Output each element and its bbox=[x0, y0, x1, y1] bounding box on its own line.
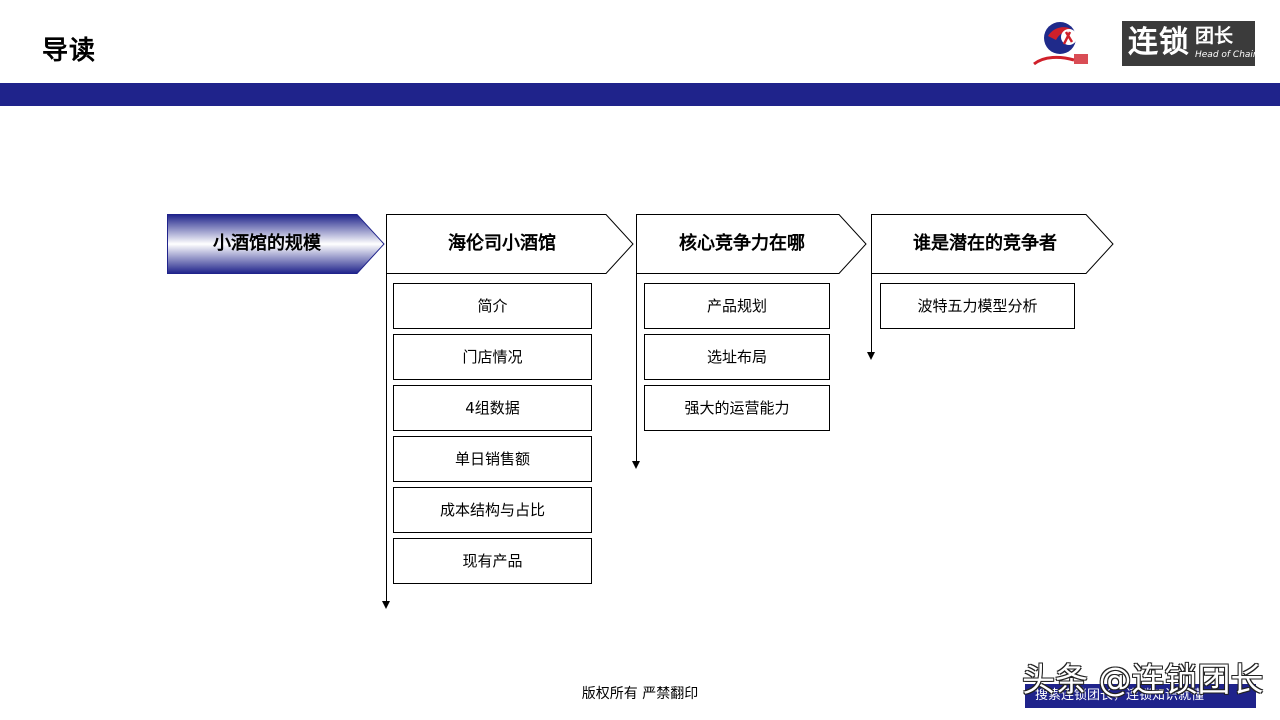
item-site-layout: 选址布局 bbox=[644, 334, 830, 380]
copyright-text: 版权所有 严禁翻印 bbox=[581, 686, 699, 702]
header-arrow-shape bbox=[636, 214, 867, 274]
flow-header-core-competence: 核心竞争力在哪 bbox=[636, 214, 867, 274]
down-arrow-icon bbox=[632, 461, 640, 469]
logo-chain-sub: Head of Chain bbox=[1195, 50, 1259, 60]
flow-header-helens: 海伦司小酒馆 bbox=[386, 214, 634, 274]
item-product-planning: 产品规划 bbox=[644, 283, 830, 329]
item-store-status: 门店情况 bbox=[393, 334, 592, 380]
page-title: 导读 bbox=[42, 36, 97, 66]
flow-header-label: 海伦司小酒馆 bbox=[448, 233, 556, 254]
column-arrow-line bbox=[386, 274, 387, 602]
chain-leader-logo: 连锁 团长 Head of Chain bbox=[1122, 21, 1259, 66]
down-arrow-icon bbox=[867, 352, 875, 360]
flow-header-scale: 小酒馆的规模 bbox=[167, 214, 385, 274]
column-arrow-line bbox=[871, 274, 872, 353]
header-arrow-shape bbox=[167, 214, 385, 274]
item-products: 现有产品 bbox=[393, 538, 592, 584]
down-arrow-icon bbox=[382, 601, 390, 609]
logo-chain-big: 连锁 bbox=[1128, 25, 1190, 60]
watermark-bar: 搜索连锁团长，连锁知识就懂 bbox=[1025, 684, 1256, 708]
flow-header-label: 核心竞争力在哪 bbox=[679, 233, 805, 254]
flow-header-competitors: 谁是潜在的竞争者 bbox=[871, 214, 1114, 274]
item-four-data: 4组数据 bbox=[393, 385, 592, 431]
flow-header-label: 谁是潜在的竞争者 bbox=[913, 233, 1057, 254]
header-arrow-shape bbox=[871, 214, 1114, 274]
header-band bbox=[0, 83, 1280, 106]
flow-header-label: 小酒馆的规模 bbox=[213, 233, 321, 254]
watermark-handle: 头条 @连锁团长 bbox=[1022, 660, 1264, 699]
helens-logo-icon bbox=[1033, 22, 1088, 66]
helens-logo bbox=[1030, 18, 1090, 70]
item-intro: 简介 bbox=[393, 283, 592, 329]
column-arrow-line bbox=[636, 274, 637, 462]
item-operations: 强大的运营能力 bbox=[644, 385, 830, 431]
header-arrow-shape bbox=[386, 214, 634, 274]
item-cost-structure: 成本结构与占比 bbox=[393, 487, 592, 533]
logo-chain-small: 团长 bbox=[1195, 25, 1234, 47]
item-daily-sales: 单日销售额 bbox=[393, 436, 592, 482]
item-porter-five-forces: 波特五力模型分析 bbox=[880, 283, 1075, 329]
